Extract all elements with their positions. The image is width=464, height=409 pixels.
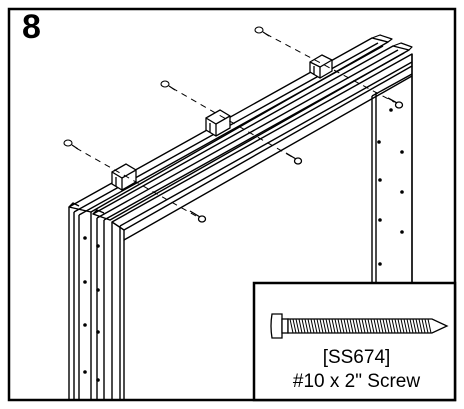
thread-line — [340, 318, 345, 334]
thread-line — [343, 318, 348, 334]
thread-line — [337, 318, 342, 334]
thread-line — [388, 318, 393, 334]
part-inset — [252, 281, 457, 402]
thread-line — [310, 318, 315, 334]
thread-line — [352, 318, 357, 334]
screw-shank — [281, 318, 289, 334]
thread-line — [391, 318, 396, 334]
thread-line — [361, 318, 366, 334]
panel-border — [7, 7, 457, 402]
thread-line — [292, 318, 297, 334]
screw-head — [270, 313, 283, 339]
thread-line — [304, 318, 309, 334]
thread-line — [376, 318, 381, 334]
screw-threads — [289, 318, 432, 334]
thread-line — [403, 318, 408, 334]
thread-line — [334, 318, 339, 334]
washers — [63, 26, 270, 150]
thread-line — [367, 318, 372, 334]
frame-right-post — [371, 54, 413, 290]
thread-line — [364, 318, 369, 334]
thread-line — [421, 318, 426, 334]
thread-line — [313, 318, 318, 334]
part-inset-border — [252, 281, 457, 402]
screw-illustration — [270, 313, 449, 339]
rail-screws — [189, 97, 404, 223]
thread-line — [385, 318, 390, 334]
frame-top-rail — [68, 37, 413, 241]
thread-line — [379, 318, 384, 334]
thread-line — [424, 318, 429, 334]
thread-line — [319, 318, 324, 334]
insertion-guides — [75, 33, 395, 217]
thread-line — [307, 318, 312, 334]
thread-line — [415, 318, 420, 334]
thread-line — [427, 318, 432, 334]
thread-line — [382, 318, 387, 334]
thread-line — [298, 318, 303, 334]
thread-line — [355, 318, 360, 334]
thread-line — [349, 318, 354, 334]
thread-line — [418, 318, 423, 334]
left-post-holes — [83, 236, 100, 382]
thread-line — [358, 318, 363, 334]
thread-line — [412, 318, 417, 334]
thread-line — [331, 318, 336, 334]
part-code-label: [SS674] — [322, 347, 391, 368]
frame-left-posts — [68, 202, 125, 400]
thread-line — [409, 318, 414, 334]
thread-line — [373, 318, 378, 334]
part-description-label: #10 x 2" Screw — [292, 371, 421, 392]
right-post-holes — [377, 108, 404, 266]
thread-line — [406, 318, 411, 334]
thread-line — [328, 318, 333, 334]
thread-line — [394, 318, 399, 334]
thread-line — [400, 318, 405, 334]
thread-line — [346, 318, 351, 334]
thread-line — [295, 318, 300, 334]
step-number: 8 — [22, 8, 41, 46]
thread-line — [325, 318, 330, 334]
thread-line — [301, 318, 306, 334]
thread-line — [370, 318, 375, 334]
thread-line — [322, 318, 327, 334]
thread-line — [316, 318, 321, 334]
thread-line — [397, 318, 402, 334]
thread-line — [289, 318, 294, 334]
